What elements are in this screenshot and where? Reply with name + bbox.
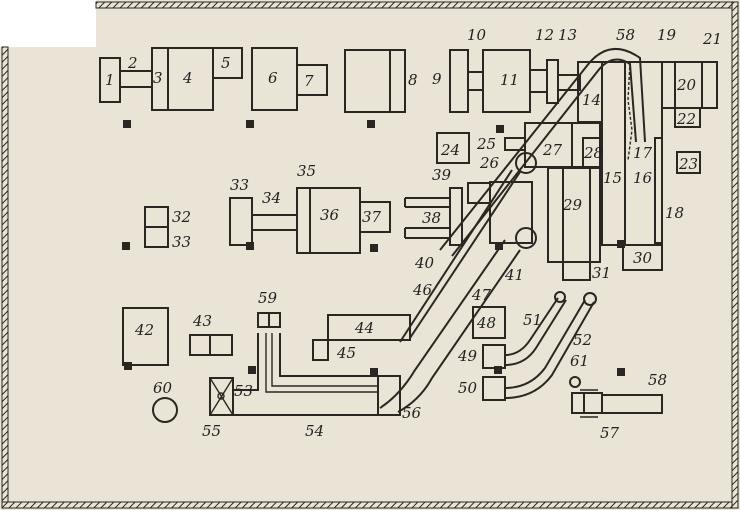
label-10: 10 [467,26,487,44]
equipment-row-2 [144,187,463,254]
label-19: 19 [657,26,677,44]
label-57: 57 [600,424,620,442]
label-24: 24 [440,141,460,159]
label-44: 44 [354,319,374,337]
label-8: 8 [408,71,418,89]
label-28: 28 [583,144,603,162]
label-21: 21 [702,30,722,48]
label-18: 18 [665,204,684,222]
label-47: 47 [471,286,492,304]
equipment-row-3 [122,306,663,423]
label-42: 42 [134,321,154,339]
label-43: 43 [192,312,212,330]
label-39: 39 [432,166,452,184]
label-53: 53 [234,382,253,400]
conveyor-pipes [379,48,646,413]
callout-labels: 1 2 3 4 5 6 7 8 9 10 11 12 13 14 15 16 1… [105,26,722,442]
label-25: 25 [476,135,496,153]
label-41: 41 [504,266,524,284]
label-31: 31 [592,264,611,282]
label-36: 36 [320,206,340,224]
label-35: 35 [297,162,316,180]
label-5: 5 [221,54,231,72]
label-58-upper: 58 [616,26,635,44]
label-45: 45 [336,344,356,362]
label-61: 61 [570,352,589,370]
label-22: 22 [676,110,696,128]
label-6: 6 [268,69,278,87]
label-33: 33 [172,233,191,251]
label-51: 51 [523,311,542,329]
label-20: 20 [676,76,697,94]
label-26: 26 [479,154,500,172]
label-33-upper: 33 [230,176,249,194]
label-29: 29 [562,196,583,214]
label-54: 54 [305,422,324,440]
label-34: 34 [262,189,281,207]
label-49: 49 [457,347,478,365]
label-4: 4 [182,69,193,87]
label-37: 37 [362,208,382,226]
label-7: 7 [304,72,314,90]
label-50: 50 [458,379,478,397]
equipment-row-1 [99,47,581,113]
label-58-lower: 58 [648,371,667,389]
label-32: 32 [172,208,191,226]
cutout [0,0,96,47]
label-2: 2 [127,54,138,72]
label-59: 59 [258,289,278,307]
label-17: 17 [633,144,653,162]
label-40: 40 [414,254,435,272]
label-38: 38 [422,209,441,227]
label-46: 46 [412,281,433,299]
label-11: 11 [500,71,519,89]
label-3: 3 [153,69,163,87]
label-1: 1 [105,71,115,89]
label-27: 27 [542,141,563,159]
label-56: 56 [402,404,422,422]
label-52: 52 [573,331,592,349]
label-14: 14 [582,91,601,109]
label-13: 13 [558,26,577,44]
label-30: 30 [633,249,653,267]
label-16: 16 [633,169,653,187]
label-9: 9 [432,70,442,88]
label-12: 12 [535,26,554,44]
label-48: 48 [476,314,496,332]
label-23: 23 [678,155,698,173]
label-55: 55 [202,422,221,440]
label-60: 60 [153,379,173,397]
label-15: 15 [603,169,622,187]
